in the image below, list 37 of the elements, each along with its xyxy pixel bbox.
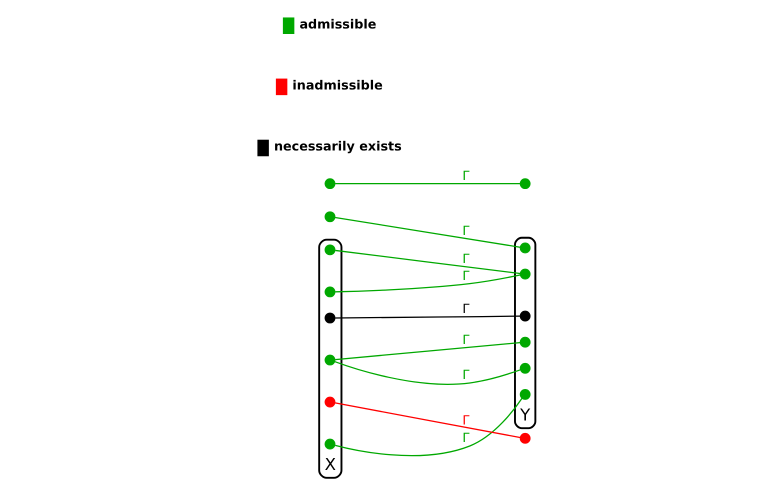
connector xyxy=(335,183,520,184)
edge-label: Γ xyxy=(462,168,470,184)
connector xyxy=(334,402,520,438)
node-circle xyxy=(520,242,531,254)
node-circle xyxy=(324,244,336,256)
edge-label: Γ xyxy=(462,252,470,268)
node-circle xyxy=(520,432,531,444)
node-circle xyxy=(324,312,336,324)
edge-label: Γ xyxy=(462,413,470,428)
node-circle xyxy=(324,286,336,298)
node-circle xyxy=(520,178,531,190)
edge-label: Γ xyxy=(462,224,470,240)
cluster: Y xyxy=(514,236,536,430)
node-circle xyxy=(520,389,531,400)
connector xyxy=(335,316,520,319)
node-circle xyxy=(520,362,531,374)
edge-label: Γ xyxy=(462,431,470,446)
legend-label: admissible xyxy=(299,17,376,32)
node-circle xyxy=(520,310,531,322)
connector xyxy=(334,216,520,248)
legend-label: necessarily exists xyxy=(274,140,402,155)
node-circle xyxy=(520,268,531,280)
node-circle xyxy=(324,211,336,222)
connector xyxy=(334,361,520,385)
legend-label: inadmissible xyxy=(292,78,383,94)
cluster: X xyxy=(318,238,342,479)
node-circle xyxy=(324,438,336,450)
connector xyxy=(335,398,522,456)
edge-label: Γ xyxy=(462,368,470,384)
edge-label: Γ xyxy=(462,302,470,317)
edge-label: Γ xyxy=(462,268,470,284)
node-circle xyxy=(324,396,336,408)
connector xyxy=(335,274,520,292)
edge-label: Γ xyxy=(462,333,470,348)
node-circle xyxy=(324,178,336,190)
node-circle xyxy=(324,354,336,366)
node-circle xyxy=(520,336,531,348)
